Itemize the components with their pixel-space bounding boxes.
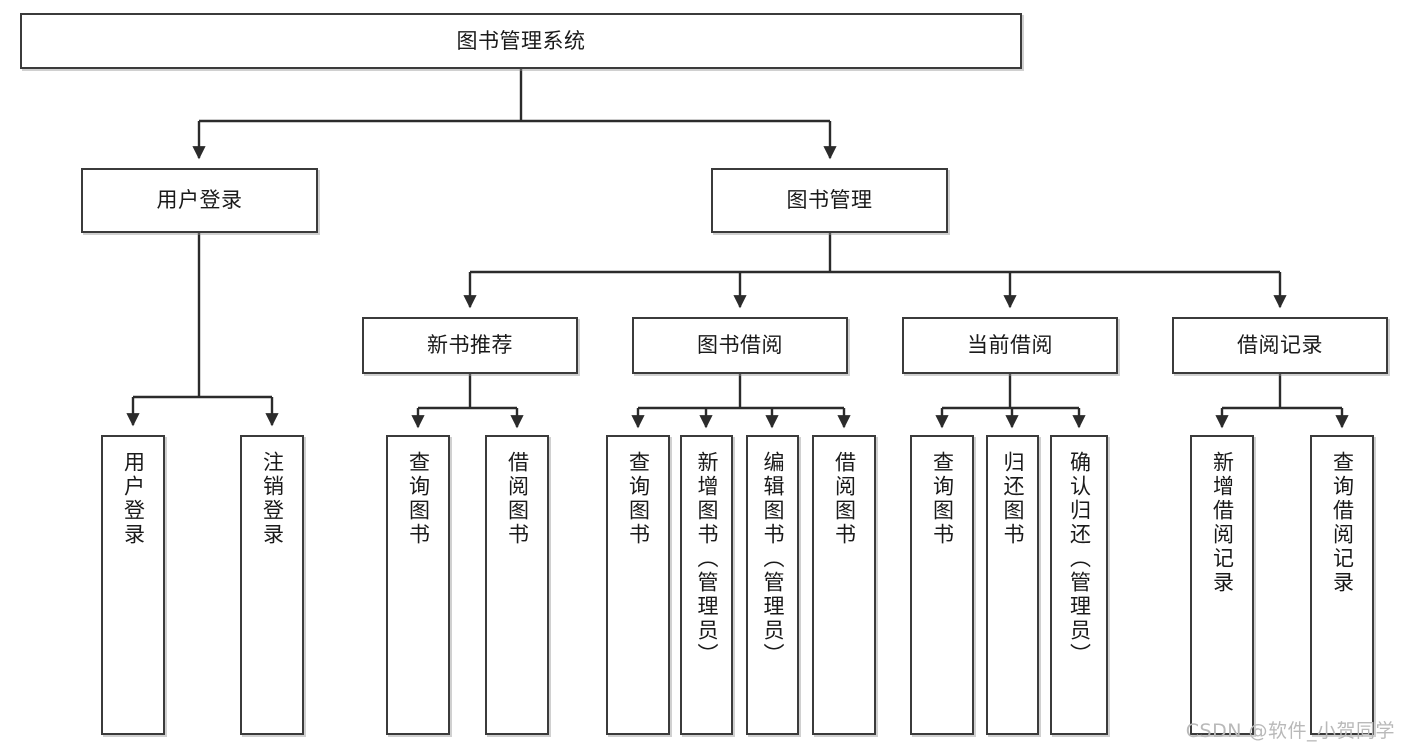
leaf-return-book[interactable]: 归还图书 — [986, 435, 1039, 735]
node-book-borrow-label: 图书借阅 — [697, 333, 783, 358]
node-new-book-recommend[interactable]: 新书推荐 — [362, 317, 578, 374]
leaf-label: 新增借阅记录 — [1210, 451, 1235, 595]
node-book-borrow[interactable]: 图书借阅 — [632, 317, 848, 374]
node-book-management[interactable]: 图书管理 — [711, 168, 948, 233]
leaf-borrow-book-recommend[interactable]: 借阅图书 — [485, 435, 549, 735]
node-user-login[interactable]: 用户登录 — [81, 168, 318, 233]
leaf-label: 借阅图书 — [505, 451, 530, 547]
leaf-confirm-return-admin[interactable]: 确认归还（管理员） — [1050, 435, 1108, 735]
node-root-label: 图书管理系统 — [456, 28, 586, 53]
node-book-management-label: 图书管理 — [786, 188, 873, 213]
leaf-label: 确认归还（管理员） — [1067, 451, 1092, 667]
node-current-borrow-label: 当前借阅 — [967, 333, 1053, 358]
leaf-label: 用户登录 — [121, 451, 146, 547]
node-root[interactable]: 图书管理系统 — [20, 13, 1022, 69]
node-new-book-recommend-label: 新书推荐 — [427, 333, 513, 358]
leaf-label: 查询图书 — [930, 451, 955, 547]
leaf-logout[interactable]: 注销登录 — [240, 435, 304, 735]
leaf-label: 查询图书 — [406, 451, 431, 547]
leaf-label: 查询图书 — [626, 451, 651, 547]
leaf-query-borrow-record[interactable]: 查询借阅记录 — [1310, 435, 1374, 735]
leaf-user-login[interactable]: 用户登录 — [101, 435, 165, 735]
leaf-label: 借阅图书 — [832, 451, 857, 547]
leaf-query-book-recommend[interactable]: 查询图书 — [386, 435, 450, 735]
leaf-label: 编辑图书（管理员） — [761, 451, 785, 667]
leaf-borrow-book[interactable]: 借阅图书 — [812, 435, 876, 735]
leaf-add-book-admin[interactable]: 新增图书（管理员） — [680, 435, 733, 735]
leaf-query-book-current[interactable]: 查询图书 — [910, 435, 974, 735]
leaf-label: 注销登录 — [260, 451, 285, 547]
node-user-login-label: 用户登录 — [156, 188, 243, 213]
leaf-edit-book-admin[interactable]: 编辑图书（管理员） — [746, 435, 799, 735]
leaf-label: 查询借阅记录 — [1330, 451, 1355, 595]
leaf-label: 归还图书 — [1001, 451, 1025, 547]
node-borrow-record[interactable]: 借阅记录 — [1172, 317, 1388, 374]
leaf-query-book-borrow[interactable]: 查询图书 — [606, 435, 670, 735]
node-borrow-record-label: 借阅记录 — [1237, 333, 1323, 358]
leaf-label: 新增图书（管理员） — [695, 451, 719, 667]
leaf-add-borrow-record[interactable]: 新增借阅记录 — [1190, 435, 1254, 735]
node-current-borrow[interactable]: 当前借阅 — [902, 317, 1118, 374]
